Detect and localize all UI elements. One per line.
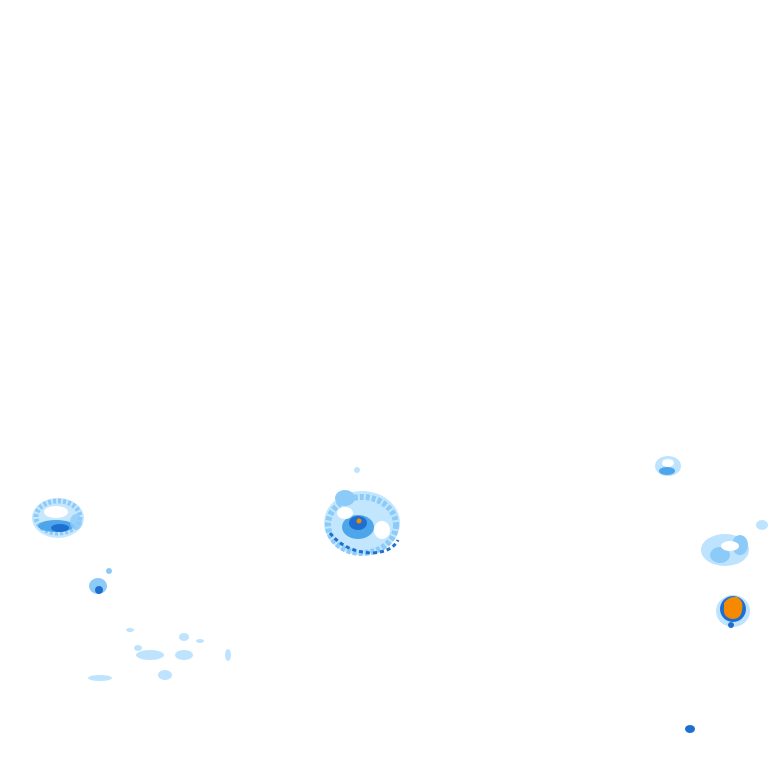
echo-cluster-far-west (32, 498, 84, 538)
echo-tiny-southeast (685, 725, 695, 733)
echo-small-west (89, 568, 112, 594)
echo-scattered-east (701, 520, 768, 566)
echo-cell-central (324, 467, 400, 556)
echo-scattered-southwest (88, 628, 231, 681)
echo-small-northeast (655, 456, 681, 476)
echo-cell-east (716, 595, 750, 628)
